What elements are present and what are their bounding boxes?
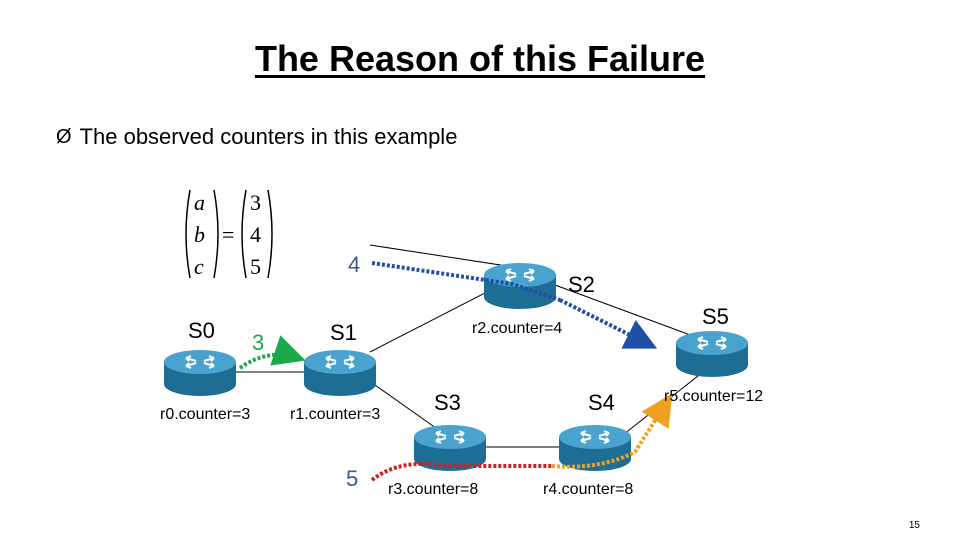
blue-flow-arrow: [371, 261, 561, 302]
router-s0-icon: [163, 349, 237, 397]
router-s4-icon: [558, 424, 632, 472]
switch-label-s0: S0: [188, 318, 215, 343]
bullet-arrow-icon: Ø: [56, 125, 72, 148]
link-s2-s5: [554, 284, 713, 344]
matrix-var-c: c: [194, 254, 204, 279]
counter-r3: r3.counter=8: [388, 481, 479, 498]
matrix-val-3: 3: [250, 190, 261, 215]
switch-label-s3: S3: [434, 390, 461, 415]
switch-label-s5: S5: [702, 304, 729, 329]
counter-r2: r2.counter=4: [472, 320, 563, 337]
router-s2-icon: [483, 262, 557, 310]
switch-label-s4: S4: [588, 390, 615, 415]
matrix-val-5: 5: [250, 254, 261, 279]
flow-label-orange: 5: [346, 466, 359, 491]
matrix-equation: a b c = 3 4 5: [182, 186, 278, 282]
orange-flow-arrow: [551, 393, 673, 469]
page-number: 15: [908, 520, 920, 531]
red-flow-arrow: [370, 461, 552, 482]
link-ingress-s2: [369, 244, 521, 269]
flow-label-blue: 4: [348, 252, 361, 277]
matrix-var-a: a: [194, 190, 205, 215]
router-s1-icon: [303, 349, 377, 397]
slide-title: The Reason of this Failure: [254, 38, 706, 79]
flow-label-green: 3: [252, 330, 265, 355]
matrix-var-b: b: [194, 222, 205, 247]
matrix-brackets: [185, 189, 273, 279]
counter-r0: r0.counter=3: [160, 406, 251, 423]
green-flow-arrow: [238, 335, 306, 370]
counter-r5: r5.counter=12: [664, 388, 764, 405]
matrix-equals: =: [222, 222, 235, 247]
blue-flow-arrow-tail: [559, 298, 658, 349]
switch-label-s1: S1: [330, 320, 357, 345]
matrix-val-4: 4: [250, 222, 261, 247]
counter-r1: r1.counter=3: [290, 406, 381, 423]
router-s5-icon: [675, 330, 749, 378]
counter-r4: r4.counter=8: [543, 481, 634, 498]
bullet-point: Ø The observed counters in this example: [56, 124, 457, 150]
switch-label-s2: S2: [568, 272, 595, 297]
bullet-text: The observed counters in this example: [79, 124, 458, 149]
